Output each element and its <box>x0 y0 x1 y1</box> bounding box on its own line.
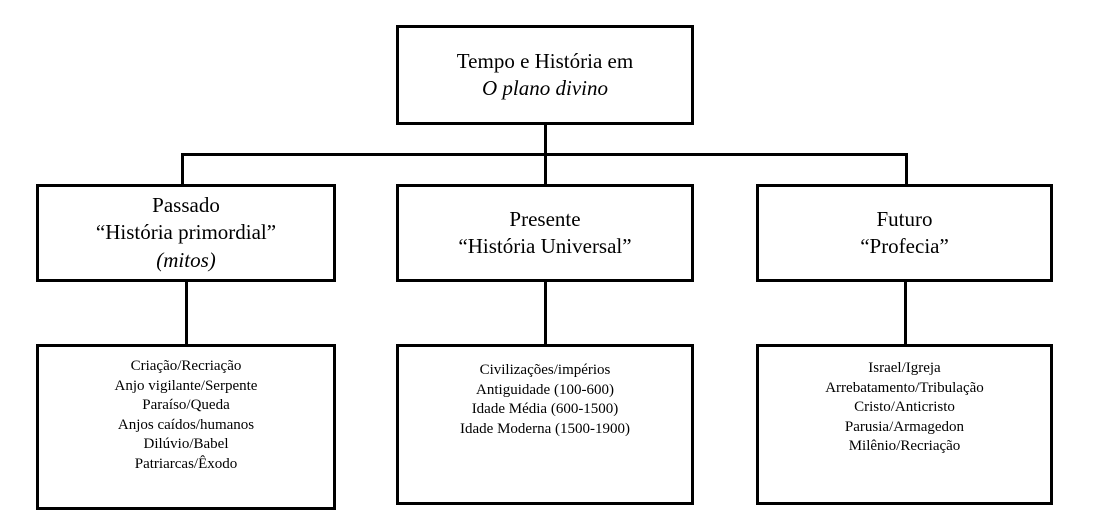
connector-passado-to-detail <box>185 281 188 347</box>
list-item: Arrebatamento/Tribulação <box>825 379 984 396</box>
connector-drop-presente <box>544 153 547 187</box>
futuro-subtitle: “Profecia” <box>860 234 949 258</box>
detail-node-passado: Criação/Recriação Anjo vigilante/Serpent… <box>36 344 336 510</box>
list-item: Anjos caídos/humanos <box>117 416 255 433</box>
connector-drop-passado <box>181 153 184 187</box>
root-node-tempo-e-historia: Tempo e História em O plano divino <box>396 25 694 125</box>
connector-presente-to-detail <box>544 281 547 347</box>
passado-subtitle: “História primordial” <box>95 220 277 245</box>
list-item: Parusia/Armagedon <box>844 418 965 435</box>
list-item: Idade Média (600-1500) <box>471 401 619 417</box>
passado-qualifier: (mitos) <box>156 247 216 272</box>
node-presente: Presente “História Universal” <box>396 184 694 282</box>
list-item: Civilizações/impérios <box>479 362 611 378</box>
node-passado: Passado “História primordial” (mitos) <box>36 184 336 282</box>
list-item: Idade Moderna (1500-1900) <box>460 420 630 437</box>
list-item: Patriarcas/Êxodo <box>134 455 238 472</box>
list-item: Paraíso/Queda <box>142 397 230 413</box>
presente-subtitle: “História Universal” <box>458 234 632 258</box>
detail-node-presente: Civilizações/impérios Antiguidade (100-6… <box>396 344 694 505</box>
detail-node-futuro: Israel/Igreja Arrebatamento/Tribulação C… <box>756 344 1053 505</box>
root-title-line-1: Tempo e História em <box>456 48 634 73</box>
presente-heading: Presente <box>509 206 581 231</box>
futuro-heading: Futuro <box>876 206 933 231</box>
list-item: Cristo/Anticristo <box>854 399 955 415</box>
node-futuro: Futuro “Profecia” <box>756 184 1053 282</box>
connector-drop-futuro <box>905 153 908 187</box>
list-item: Israel/Igreja <box>868 360 941 376</box>
list-item: Dilúvio/Babel <box>143 436 229 452</box>
root-title-line-2: O plano divino <box>482 76 608 100</box>
list-item: Criação/Recriação <box>130 358 242 374</box>
connector-futuro-to-detail <box>904 281 907 347</box>
passado-heading: Passado <box>152 193 220 218</box>
list-item: Anjo vigilante/Serpente <box>114 377 258 394</box>
list-item: Antiguidade (100-600) <box>476 381 614 398</box>
list-item: Milênio/Recriação <box>848 438 961 454</box>
connector-root-stem <box>544 125 547 156</box>
